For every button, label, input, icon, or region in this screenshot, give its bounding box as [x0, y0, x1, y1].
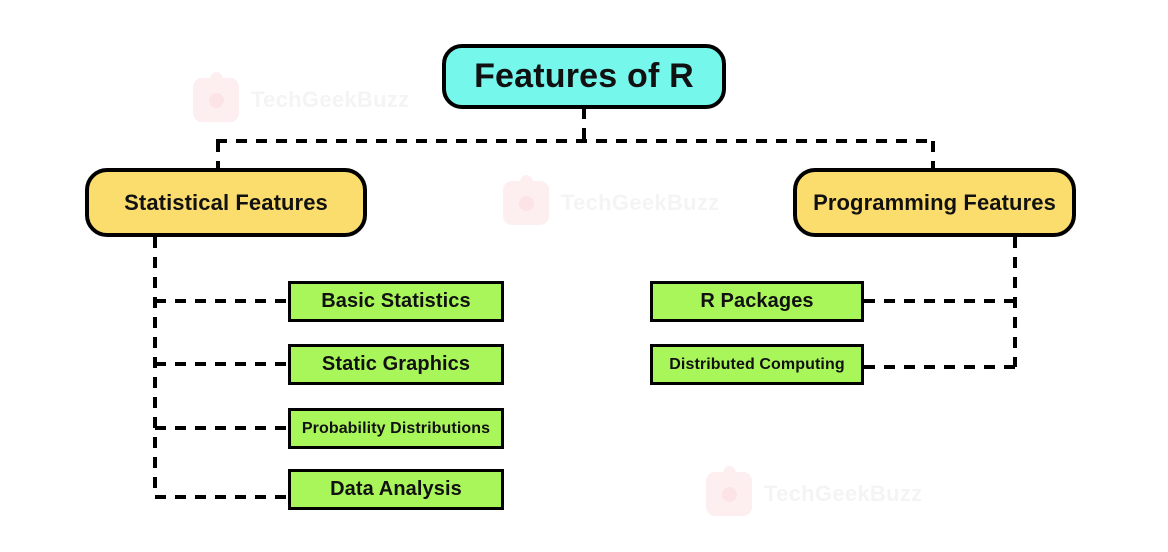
node-r-packages[interactable]: R Packages: [650, 281, 864, 322]
node-label: Statistical Features: [124, 189, 328, 215]
node-label: Distributed Computing: [669, 355, 845, 373]
node-static-graphics[interactable]: Static Graphics: [288, 344, 504, 385]
techgeekbuzz-logo-icon: [706, 466, 752, 516]
node-features-of-r[interactable]: Features of R: [442, 44, 726, 109]
node-label: Static Graphics: [321, 353, 471, 375]
techgeekbuzz-logo-icon: [193, 72, 239, 122]
node-distributed-computing[interactable]: Distributed Computing: [650, 344, 864, 385]
watermark-center: TechGeekBuzz: [503, 175, 720, 225]
watermark-label: TechGeekBuzz: [764, 481, 923, 506]
node-label: Data Analysis: [330, 478, 462, 500]
node-label: Basic Statistics: [321, 290, 471, 312]
node-label: Programming Features: [813, 189, 1056, 215]
techgeekbuzz-logo-icon: [503, 175, 549, 225]
node-data-analysis[interactable]: Data Analysis: [288, 469, 504, 510]
node-basic-statistics[interactable]: Basic Statistics: [288, 281, 504, 322]
node-statistical-features[interactable]: Statistical Features: [85, 168, 367, 237]
watermark-top-left: TechGeekBuzz: [193, 72, 410, 122]
watermark-label: TechGeekBuzz: [561, 190, 720, 215]
node-probability-distributions[interactable]: Probability Distributions: [288, 408, 504, 449]
node-programming-features[interactable]: Programming Features: [793, 168, 1076, 237]
node-label: R Packages: [700, 290, 814, 312]
watermark-label: TechGeekBuzz: [251, 87, 410, 112]
node-label: Features of R: [474, 57, 694, 95]
watermark-bottom-right: TechGeekBuzz: [706, 466, 923, 516]
node-label: Probability Distributions: [301, 419, 491, 437]
